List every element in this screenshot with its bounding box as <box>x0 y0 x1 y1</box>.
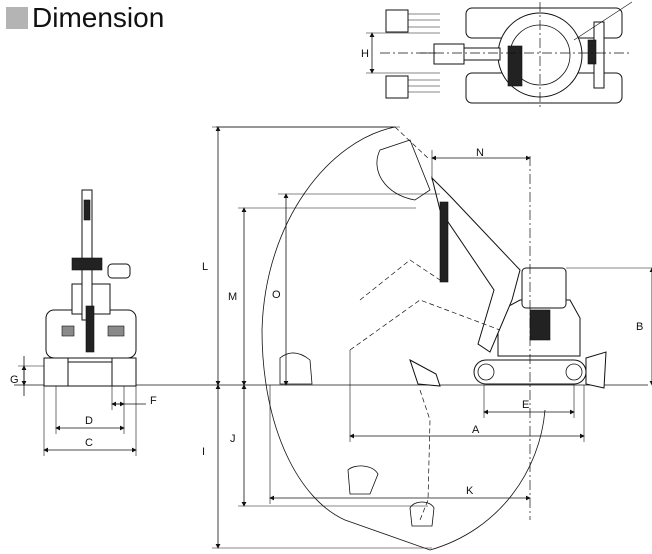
label-I: I <box>202 446 205 458</box>
title-marker <box>6 7 28 29</box>
label-D: D <box>85 415 93 427</box>
label-E: E <box>522 399 529 411</box>
label-J: J <box>230 433 236 445</box>
label-O: O <box>272 289 281 301</box>
label-B: B <box>636 321 643 333</box>
page-title: Dimension <box>32 2 165 33</box>
front-view <box>18 189 146 456</box>
label-G: G <box>10 374 19 386</box>
label-L: L <box>202 261 208 273</box>
label-A: A <box>472 424 480 436</box>
top-view <box>366 1 633 110</box>
label-M: M <box>228 291 237 303</box>
label-C: C <box>85 437 93 449</box>
label-K: K <box>466 485 474 497</box>
page-title-wrap: Dimension <box>6 2 164 34</box>
label-H: H <box>361 48 369 60</box>
label-N: N <box>476 147 484 159</box>
label-F: F <box>150 395 157 407</box>
side-view <box>212 126 652 551</box>
